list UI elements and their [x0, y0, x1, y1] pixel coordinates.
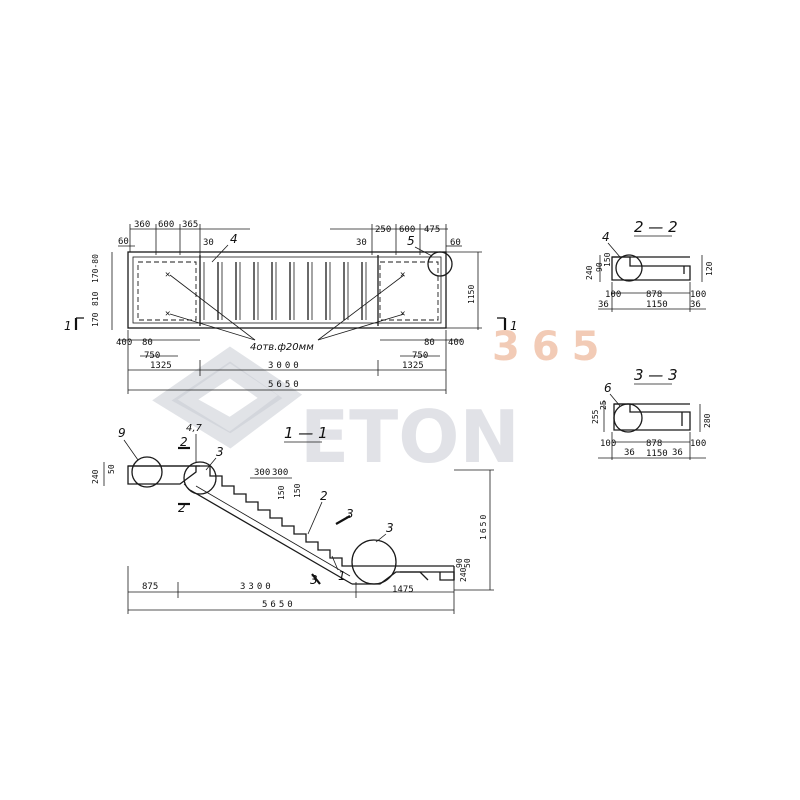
- plan-dim-30b: 30: [356, 238, 367, 248]
- s22-dim-100a: 100: [605, 290, 621, 300]
- s33-dim-878: 878: [646, 439, 662, 449]
- s33-total: 1150: [646, 449, 668, 459]
- plan-label-5: 5: [407, 234, 415, 248]
- s33-right-dim: 280: [703, 413, 712, 428]
- plan-dim-250: 250: [375, 225, 391, 235]
- plan-dim-360: 360: [134, 220, 150, 230]
- section-3-3: 3 — 3 6 255 25 280 100 878 100 36 1150 3…: [591, 366, 712, 460]
- svg-text:1: 1: [64, 319, 72, 333]
- s11-total: 5650: [262, 600, 296, 610]
- plan-dim-1325a: 1325: [150, 361, 172, 371]
- plan-dim-600a: 600: [158, 220, 174, 230]
- plan-dim-1325b: 1325: [402, 361, 424, 371]
- s22-left-dim-2: 150: [603, 252, 612, 267]
- s11-label-3a: 3: [216, 445, 224, 459]
- s11-label-3d: 3: [310, 573, 318, 587]
- s11-dim-50: 50: [107, 464, 116, 474]
- s11-dim-300b: 300: [272, 468, 288, 478]
- watermark: ETON 365: [152, 324, 612, 479]
- s22-total: 1150: [646, 300, 668, 310]
- section-3-3-label: 6: [604, 381, 612, 395]
- s11-right-90: 90: [455, 558, 464, 568]
- s11-dim-150a: 150: [277, 485, 286, 500]
- plan-dim-750a: 750: [144, 351, 160, 361]
- s11-right-240: 240: [459, 567, 468, 582]
- plan-dim-475: 475: [424, 225, 440, 235]
- s11-label-2b: 2: [320, 489, 328, 503]
- s11-dim-3300: 3300: [240, 582, 274, 592]
- plan-dim-400a: 400: [116, 338, 132, 348]
- s11-right-50: 50: [463, 558, 472, 568]
- svg-text:✕: ✕: [165, 309, 170, 319]
- watermark-brand: ETON: [300, 395, 520, 479]
- s11-height: 1650: [479, 513, 488, 540]
- s33-sub-36a: 36: [624, 448, 635, 458]
- s22-sub-36b: 36: [690, 300, 701, 310]
- plan-left-dim-bot: 170: [91, 312, 100, 327]
- s33-left-dim-1: 25: [599, 400, 608, 410]
- section-3-3-title: 3 — 3: [634, 366, 678, 384]
- plan-left-dim-top: 170-80: [91, 254, 100, 283]
- s33-left-dim-0: 255: [591, 409, 600, 424]
- s11-label-3b: 3: [346, 507, 354, 521]
- s33-dim-100b: 100: [690, 439, 706, 449]
- s22-dim-878: 878: [646, 290, 662, 300]
- plan-dim-80b: 80: [424, 338, 435, 348]
- s11-label-47: 4,7: [186, 423, 203, 434]
- svg-text:✕: ✕: [400, 270, 405, 280]
- plan-label-4: 4: [230, 232, 238, 246]
- plan-dim-30a: 30: [203, 238, 214, 248]
- plan-dim-750b: 750: [412, 351, 428, 361]
- s33-sub-36b: 36: [672, 448, 683, 458]
- section-2-2-label: 4: [602, 230, 610, 244]
- plan-left-dim-mid: 810: [91, 291, 100, 306]
- s11-dim-240: 240: [91, 469, 100, 484]
- s11-dim-300a: 300: [254, 468, 270, 478]
- section-1-1: 1 — 1 9 2 4,7 3 2 3 3 1 2 3: [91, 423, 494, 614]
- s33-dim-100a: 100: [600, 439, 616, 449]
- rebar-note: 4отв.ф20мм: [250, 342, 314, 353]
- plan-dim-80a: 80: [142, 338, 153, 348]
- s22-sub-36a: 36: [598, 300, 609, 310]
- plan-dim-60a: 60: [118, 237, 129, 247]
- s11-label-9: 9: [118, 426, 126, 440]
- s11-label-3c: 3: [386, 521, 394, 535]
- plan-dim-3000: 3000: [268, 361, 302, 371]
- plan-dim-600b: 600: [399, 225, 415, 235]
- svg-text:1: 1: [510, 319, 518, 333]
- section-2-2-title: 2 — 2: [634, 218, 678, 236]
- s11-label-2a: 2: [180, 435, 188, 449]
- s22-dim-100b: 100: [690, 290, 706, 300]
- plan-dim-365: 365: [182, 220, 198, 230]
- s11-dim-875: 875: [142, 582, 158, 592]
- s22-left-dim-0: 240: [585, 265, 594, 280]
- plan-dim-total: 5650: [268, 380, 302, 390]
- s11-label-2c: 2: [178, 501, 186, 515]
- section-2-2: 2 — 2 4 240 90 150 120 100 878 100 36 11…: [585, 218, 714, 312]
- watermark-number: 365: [492, 324, 612, 370]
- plan-right-dim: 1150: [467, 285, 476, 304]
- s11-dim-150b: 150: [293, 483, 302, 498]
- s22-right-dim: 120: [705, 261, 714, 276]
- svg-text:✕: ✕: [165, 270, 170, 280]
- section-1-1-title: 1 — 1: [284, 424, 328, 442]
- plan-dim-400b: 400: [448, 338, 464, 348]
- plan-view: ✕ ✕ ✕ ✕ 4отв.ф20мм 4 5 360 600 365 30: [64, 220, 518, 394]
- s11-label-1: 1: [338, 569, 346, 583]
- plan-cut-mark-left: 1: [64, 317, 84, 333]
- plan-dim-60b: 60: [450, 238, 461, 248]
- plan-holes: ✕ ✕ ✕ ✕: [165, 270, 405, 319]
- s22-left-dim-1: 90: [595, 262, 604, 272]
- s11-dim-1475: 1475: [392, 585, 414, 595]
- plan-cut-mark-right: 1: [497, 317, 518, 333]
- plan-treads: [199, 255, 379, 326]
